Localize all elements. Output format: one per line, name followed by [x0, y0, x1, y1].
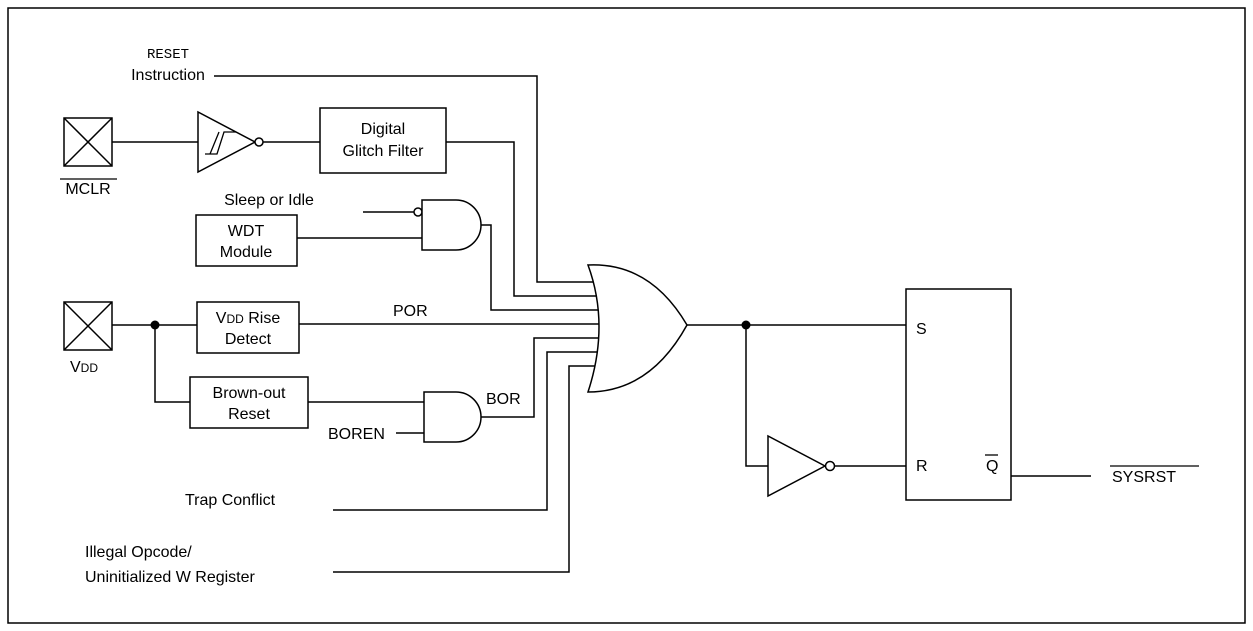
latch-r-label: R	[916, 458, 928, 475]
reset-instruction-label-top: RESET	[147, 47, 189, 63]
boren-label: BOREN	[328, 426, 385, 443]
latch-qbar-label: Q	[986, 458, 998, 475]
por-label: POR	[393, 303, 428, 320]
inverter-icon	[767, 434, 827, 498]
schmitt-trigger-icon	[197, 110, 264, 174]
vdd-label: VDD	[70, 359, 98, 376]
wdt-to-or-wire	[481, 224, 600, 311]
mclr-pin-icon	[63, 117, 113, 167]
glitch-filter-label-1: Digital	[361, 121, 405, 138]
or-gate-icon	[586, 264, 688, 393]
illegal-opcode-label-1: Illegal Opcode/	[85, 544, 192, 561]
bor-and-gate-icon	[423, 391, 482, 443]
illegal-opcode-wire	[333, 365, 600, 573]
diagram-frame	[7, 7, 1246, 624]
vdd-pin-icon	[63, 301, 113, 351]
trap-conflict-wire	[333, 351, 600, 511]
wdt-label-2: Module	[220, 244, 273, 261]
brownout-label-2: Reset	[228, 406, 270, 423]
brownout-label-1: Brown-out	[213, 385, 286, 402]
illegal-opcode-label-2: Uninitialized W Register	[85, 569, 256, 586]
sysrst-label: SYSRST	[1112, 469, 1176, 486]
glitch-filter-label-2: Glitch Filter	[343, 143, 425, 160]
brownout-reset-block	[189, 376, 309, 429]
latch-s-label: S	[916, 321, 927, 338]
vdd-rise-detect-block	[196, 301, 300, 354]
trap-conflict-label: Trap Conflict	[185, 492, 276, 509]
bor-label: BOR	[486, 391, 521, 408]
wdt-and-gate-icon	[421, 199, 482, 251]
reset-instruction-wire	[214, 75, 600, 283]
mclr-to-or-wire	[446, 141, 600, 297]
sleep-idle-label: Sleep or Idle	[224, 192, 314, 209]
wdt-label-1: WDT	[228, 223, 265, 240]
vdd-rise-label-1: VDD Rise	[216, 310, 281, 327]
digital-glitch-filter-block	[319, 107, 447, 174]
bor-wire	[481, 337, 600, 418]
sr-latch-block	[905, 288, 1012, 501]
reset-instruction-label-bottom: Instruction	[131, 67, 205, 84]
mclr-label: MCLR	[65, 181, 110, 198]
sleep-inverter-bubble-icon	[413, 207, 423, 217]
vdd-rise-label-2: Detect	[225, 331, 272, 348]
wdt-module-block	[195, 214, 298, 267]
